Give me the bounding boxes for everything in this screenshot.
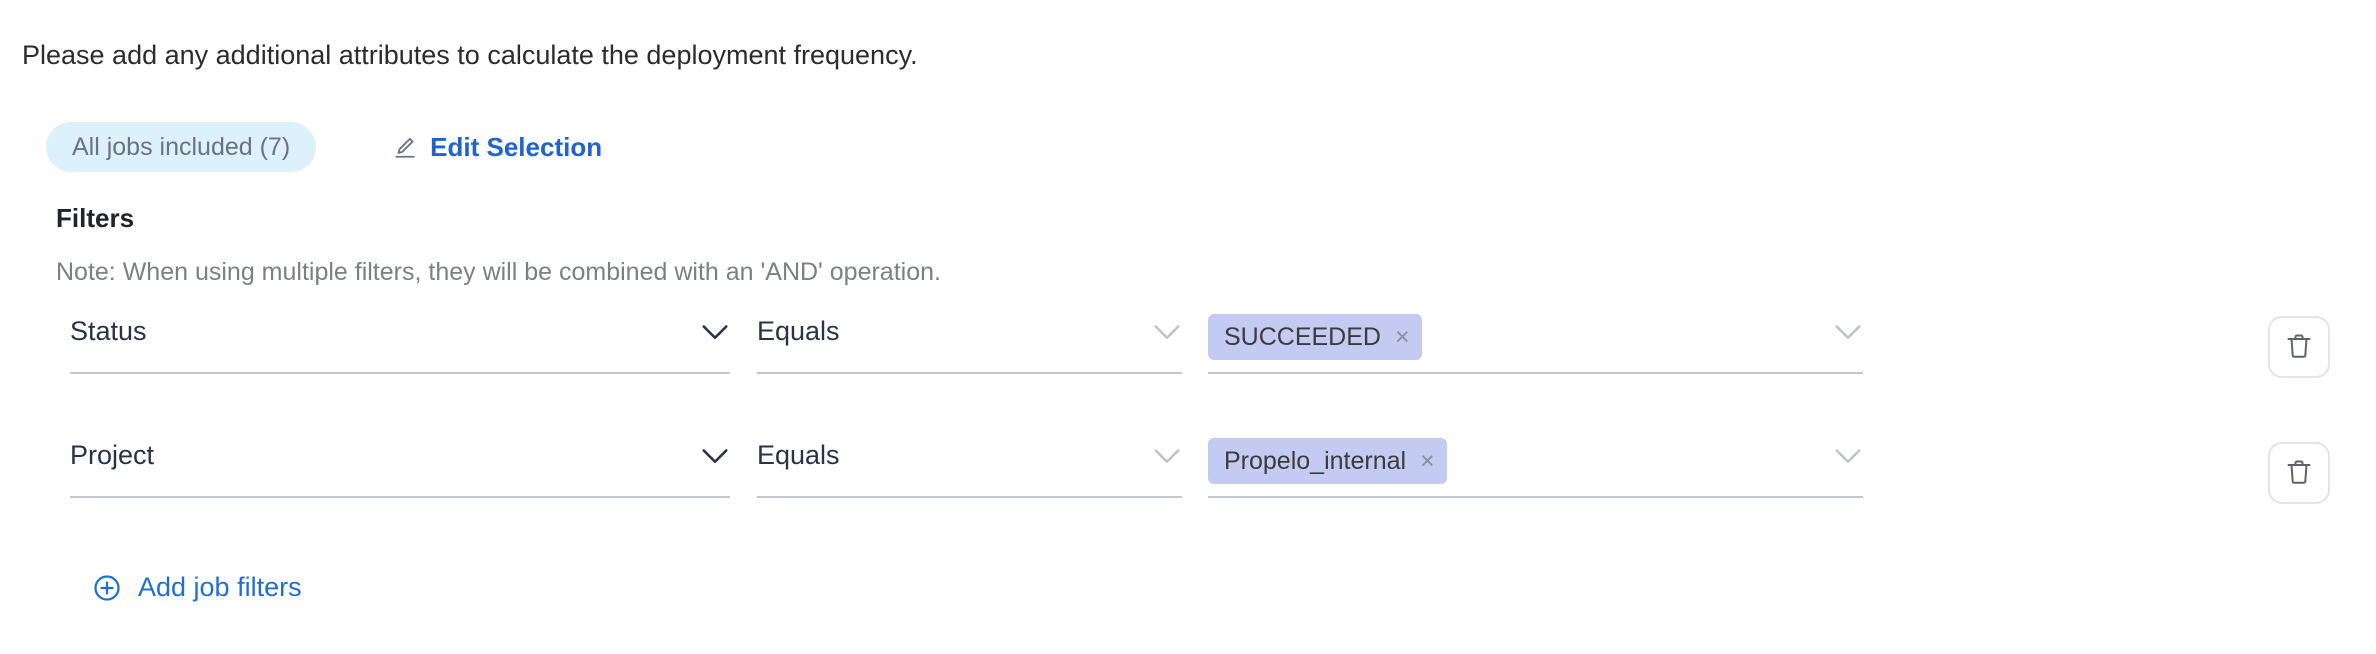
filter-attribute-select[interactable]: Status [70,312,730,374]
value-tag-label: SUCCEEDED [1224,322,1381,351]
delete-filter-button[interactable] [2268,442,2330,504]
edit-selection-label: Edit Selection [430,131,603,162]
add-job-filters-label: Add job filters [138,572,302,602]
filter-attribute-select[interactable]: Project [70,436,730,498]
delete-filter-button[interactable] [2268,316,2330,378]
filter-operator-select[interactable]: Equals [757,312,1182,374]
filter-value-tags: SUCCEEDED × [1208,312,1422,360]
chevron-down-icon [1833,324,1863,344]
filter-value-select[interactable]: Propelo_internal × [1208,436,1863,498]
filters-note: Note: When using multiple filters, they … [56,258,941,286]
filter-row: Project Equals Propelo_internal × [0,436,2376,528]
filter-value-tags: Propelo_internal × [1208,436,1447,484]
edit-selection-button[interactable]: Edit Selection [392,132,602,163]
value-tag: SUCCEEDED × [1208,314,1422,360]
selection-summary-row: All jobs included (7) Edit Selection [46,122,602,172]
filter-operator-value: Equals [757,440,840,470]
pencil-icon [392,134,418,160]
filter-attribute-value: Project [70,440,155,470]
plus-circle-icon [92,573,122,603]
filter-row: Status Equals SUCCEEDED × [0,312,2376,404]
jobs-included-chip: All jobs included (7) [46,122,317,172]
chevron-down-icon [1833,448,1863,468]
trash-icon [2285,332,2313,363]
trash-icon [2285,458,2313,489]
instruction-text: Please add any additional attributes to … [22,40,918,70]
filter-operator-value: Equals [757,316,840,346]
value-tag-label: Propelo_internal [1224,446,1407,475]
close-icon[interactable]: × [1394,322,1410,351]
chevron-down-icon [1152,324,1182,344]
value-tag: Propelo_internal × [1208,438,1447,484]
chevron-down-icon [700,448,730,468]
chevron-down-icon [700,324,730,344]
filters-heading: Filters [56,203,135,233]
close-icon[interactable]: × [1420,446,1435,475]
chevron-down-icon [1152,448,1182,468]
add-job-filters-button[interactable]: Add job filters [92,572,302,603]
filter-operator-select[interactable]: Equals [757,436,1182,498]
filter-value-select[interactable]: SUCCEEDED × [1208,312,1863,374]
filter-attribute-value: Status [70,316,147,346]
